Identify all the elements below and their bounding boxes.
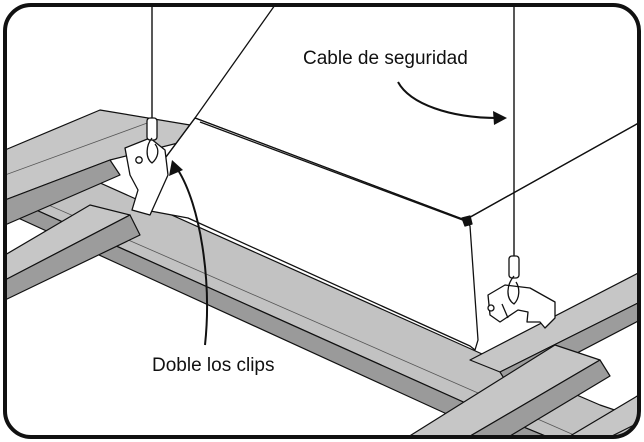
- cross-tee-right: [469, 269, 639, 373]
- hanger-clip-right: [487, 255, 556, 329]
- arrow-safety-cable: [397, 81, 499, 119]
- arrow-heads: [169, 111, 507, 176]
- frame-border: [3, 3, 641, 439]
- arrowhead-left-icon: [169, 160, 183, 176]
- label-bend-clips: Doble los clips: [152, 355, 275, 376]
- arrowhead-right-icon: [493, 111, 507, 125]
- ceiling-grid: [5, 109, 639, 437]
- callout-arrows: [177, 81, 499, 346]
- safety-cables: [151, 5, 515, 258]
- hanger-clip-left: [124, 117, 169, 216]
- arrow-bend-clips: [177, 169, 208, 346]
- label-safety-cable: Cable de seguridad: [303, 48, 468, 69]
- cross-tee-lower-left: [5, 204, 131, 281]
